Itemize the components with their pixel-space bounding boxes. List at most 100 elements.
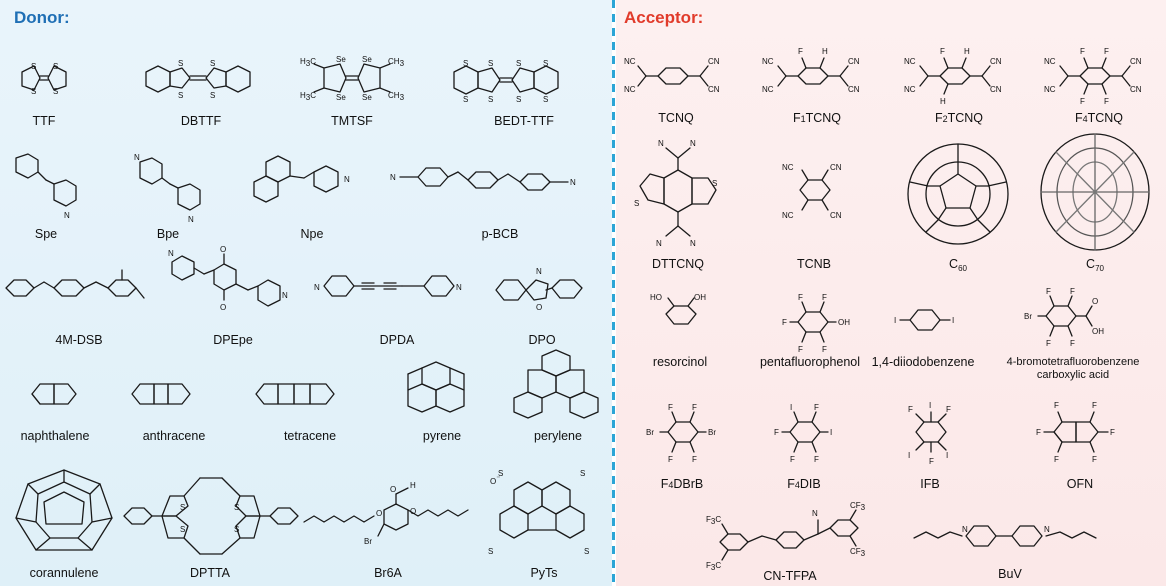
donor-heading: Donor: xyxy=(14,8,70,27)
svg-text:N: N xyxy=(168,249,174,258)
svg-text:F: F xyxy=(668,455,673,464)
svg-text:CN: CN xyxy=(990,57,1002,66)
label-cn-tfpa: CN-TFPA xyxy=(763,569,817,583)
svg-text:F: F xyxy=(668,403,673,412)
label-spe: Spe xyxy=(34,227,58,241)
svg-text:F: F xyxy=(782,318,787,327)
svg-text:NC: NC xyxy=(904,85,916,94)
molecule-4m-dsb: 4M-DSB xyxy=(4,252,154,350)
svg-text:S: S xyxy=(498,469,503,478)
label-4m-dsb: 4M-DSB xyxy=(55,333,103,347)
molecule-tetracene: tetracene xyxy=(238,364,382,448)
svg-text:N: N xyxy=(812,509,818,518)
svg-text:F: F xyxy=(1080,47,1085,56)
svg-text:F: F xyxy=(1070,339,1075,348)
label-c70: C70 xyxy=(1086,257,1104,274)
label-f4dbrb: F4DBrB xyxy=(660,477,704,491)
molecule-dpda: N N DPDA xyxy=(312,262,482,350)
svg-text:N: N xyxy=(188,215,194,224)
svg-text:F: F xyxy=(929,457,934,466)
molecule-anthracene: anthracene xyxy=(116,364,232,448)
svg-text:S: S xyxy=(463,95,468,104)
label-1-4-diiodobenzene: 1,4-diiodobenzene xyxy=(871,355,975,369)
svg-text:OH: OH xyxy=(694,293,706,302)
svg-text:N: N xyxy=(656,239,662,248)
svg-text:S: S xyxy=(178,91,183,100)
svg-text:F: F xyxy=(940,47,945,56)
svg-text:F: F xyxy=(1036,428,1041,437)
svg-text:I: I xyxy=(929,401,931,410)
svg-text:S: S xyxy=(53,87,58,96)
svg-text:F: F xyxy=(1046,339,1051,348)
svg-text:F: F xyxy=(692,455,697,464)
label-pentafluorophenol: pentafluorophenol xyxy=(759,355,861,369)
svg-text:O: O xyxy=(1092,297,1098,306)
label-tcnq: TCNQ xyxy=(658,111,694,125)
molecule-p-bcb: N N p-BCB xyxy=(390,152,608,244)
molecule-perylene: perylene xyxy=(508,346,608,448)
svg-text:N: N xyxy=(690,239,696,248)
svg-text:F: F xyxy=(814,403,819,412)
svg-text:F: F xyxy=(790,455,795,464)
svg-text:N: N xyxy=(690,139,696,148)
svg-text:N: N xyxy=(344,175,350,184)
svg-text:H: H xyxy=(964,47,970,56)
svg-text:F: F xyxy=(946,405,951,414)
svg-text:S: S xyxy=(488,95,493,104)
svg-text:F: F xyxy=(1054,401,1059,410)
svg-text:H: H xyxy=(940,97,946,106)
label-bedt-ttf: BEDT-TTF xyxy=(494,114,554,128)
svg-text:S: S xyxy=(516,59,521,68)
label-perylene: perylene xyxy=(534,429,582,443)
svg-text:H: H xyxy=(822,47,828,56)
svg-text:N: N xyxy=(962,525,968,534)
label-br6a: Br6A xyxy=(374,566,402,580)
svg-text:S: S xyxy=(488,547,493,556)
svg-text:S: S xyxy=(580,469,585,478)
svg-text:S: S xyxy=(180,503,185,512)
svg-text:Se: Se xyxy=(362,93,372,102)
label-pyrene: pyrene xyxy=(422,429,462,443)
svg-text:NC: NC xyxy=(782,163,794,172)
svg-text:NC: NC xyxy=(762,57,774,66)
svg-text:S: S xyxy=(31,87,36,96)
svg-text:S: S xyxy=(488,59,493,68)
label-ifb: IFB xyxy=(920,477,940,491)
svg-text:CH3: CH3 xyxy=(388,91,405,102)
svg-text:F: F xyxy=(1104,97,1109,106)
svg-text:NC: NC xyxy=(782,211,794,220)
svg-text:H3C: H3C xyxy=(300,91,316,102)
label-tetracene: tetracene xyxy=(283,429,337,443)
svg-text:S: S xyxy=(210,91,215,100)
svg-text:N: N xyxy=(1044,525,1050,534)
svg-text:CN: CN xyxy=(830,163,842,172)
svg-text:CN: CN xyxy=(708,85,720,94)
svg-text:NC: NC xyxy=(762,85,774,94)
svg-text:N: N xyxy=(456,283,462,292)
svg-text:NC: NC xyxy=(624,85,636,94)
svg-text:NC: NC xyxy=(1044,85,1056,94)
label-dpo: DPO xyxy=(528,333,556,347)
svg-text:N: N xyxy=(314,283,320,292)
svg-text:CF3: CF3 xyxy=(850,501,866,512)
molecule-spe: N Spe xyxy=(6,152,86,244)
label-f2tcnq: F2TCNQ xyxy=(934,111,984,125)
svg-text:Br: Br xyxy=(1024,312,1032,321)
label-f4dib: F4DIB xyxy=(787,477,821,491)
molecule-naphthalene: naphthalene xyxy=(10,364,100,448)
svg-text:N: N xyxy=(64,211,70,220)
svg-text:HO: HO xyxy=(650,293,662,302)
svg-text:NC: NC xyxy=(624,57,636,66)
svg-text:F: F xyxy=(1092,401,1097,410)
svg-text:S: S xyxy=(210,59,215,68)
